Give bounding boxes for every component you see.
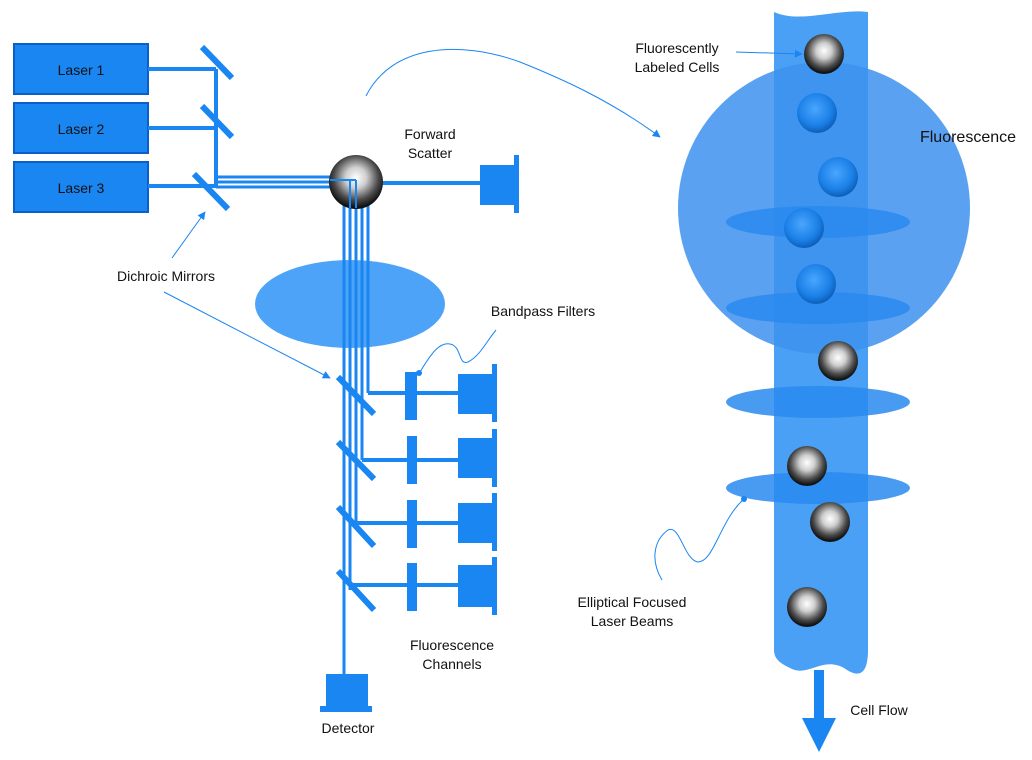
dichroic-mirrors-label: Dichroic Mirrors [117,268,215,284]
elliptical-beams [726,206,910,504]
cell-white [818,341,858,381]
forward-scatter-label-2: Scatter [408,145,453,161]
leader-lines-left [163,211,497,379]
collection-beams [342,185,370,678]
leader-lines-right [654,49,803,581]
fluorescence-channels-label-2: Channels [422,656,481,672]
cell-flow-arrow [802,670,836,752]
cell-flow-label: Cell Flow [850,702,908,718]
laser-beams [148,67,218,188]
laser-2-box: Laser 2 [13,102,149,154]
channel-beams [350,391,460,587]
forward-scatter-label-1: Forward [404,126,455,142]
laser-3-label: Laser 3 [58,180,105,196]
elliptical-beams-label-2: Laser Beams [591,613,673,629]
bandpass-filters-label: Bandpass Filters [491,303,595,319]
bandpass-pointer-dot [416,370,422,376]
laser-dichroic-mirrors [191,44,235,212]
cell-blue [818,157,858,197]
sample-beam-overlay [330,179,357,208]
labeled-cells-label-2: Labeled Cells [635,59,720,75]
laser-2-label: Laser 2 [58,121,105,137]
forward-scatter-detector [480,155,519,213]
cell-blue [797,93,837,133]
cell-white [804,34,844,74]
detector-label: Detector [322,720,375,736]
cell-blue [784,208,824,248]
beam-pointer-dot [741,496,747,502]
cell-white [787,446,827,486]
fluorescence-channels-label-1: Fluorescence [410,637,494,653]
bandpass-filters [405,372,417,611]
channel-detectors [458,364,497,615]
elliptical-beams-label-1: Elliptical Focused [578,594,687,610]
labeled-cells-label-1: Fluorescently [635,40,718,56]
bottom-detector [320,674,372,712]
magnify-arrow [365,48,661,138]
laser-1-label: Laser 1 [58,62,105,78]
channel-dichroic-mirrors [335,374,377,613]
cell-white [810,502,850,542]
cells [784,34,858,627]
laser-3-box: Laser 3 [13,161,149,213]
fluorescence-label: Fluorescence [920,129,1016,146]
cell-white [787,587,827,627]
laser-1-box: Laser 1 [13,43,149,95]
cell-blue [796,264,836,304]
